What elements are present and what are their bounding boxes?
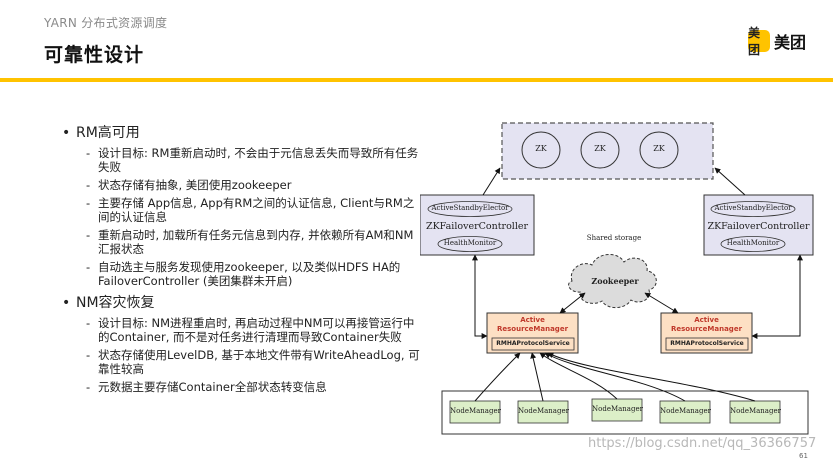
list-item: -重新启动时, 加载所有任务元信息到内存, 并依赖所有AM和NM汇报状态	[86, 228, 414, 256]
right-controller-title: ZKFailoverController	[707, 221, 810, 232]
left-monitor-oval	[437, 236, 503, 252]
right-monitor-label: HealthMonitor	[726, 239, 780, 247]
nodemanager-label-2: NodeManager	[518, 407, 569, 415]
page-number: 61	[799, 452, 808, 460]
left-monitor-label: HealthMonitor	[443, 239, 497, 247]
slide-title: 可靠性设计	[44, 44, 145, 66]
dash-icon: -	[86, 260, 91, 274]
url-watermark: https://blog.csdn.net/qq_36366757	[588, 436, 817, 451]
list-item: -自动选主与服务发现使用zookeeper, 以及类似HDFS HA的Failo…	[86, 260, 401, 288]
list-item: -主要存储 App信息, App有RM之间的认证信息, Client与RM之间的…	[86, 196, 415, 224]
bullet-icon: •	[62, 295, 71, 311]
left-rm-state: Active	[520, 316, 545, 324]
nodemanager-label-4: NodeManager	[660, 407, 711, 415]
left-rm-service-box	[491, 337, 575, 351]
section-title-nm-recovery: •NM容灾恢复	[62, 295, 155, 311]
nodemanager-label-5: NodeManager	[730, 407, 781, 415]
right-rm-name: ResourceManager	[670, 325, 743, 333]
dash-icon: -	[86, 380, 91, 394]
list-item: -设计目标: RM重新启动时, 不会由于元信息丢失而导致所有任务失败	[86, 146, 419, 174]
nodemanager-label-1: NodeManager	[450, 407, 501, 415]
left-rm-service: RMHAProtocolService	[496, 340, 570, 347]
section-title-rm-ha: •RM高可用	[62, 125, 140, 141]
right-elector-oval	[710, 201, 796, 217]
arrow-left-ctrl-rm	[472, 254, 488, 339]
header-divider	[0, 78, 833, 82]
zk-label-1: ZK	[535, 144, 547, 153]
list-item: -状态存储有抽象, 美团使用zookeeper	[86, 178, 292, 192]
meituan-logo: 美团 美团	[748, 26, 807, 57]
shared-storage-label: Shared storage	[586, 234, 642, 242]
arrow-nm4-rm	[544, 352, 686, 402]
arrow-nm1-rm	[474, 352, 521, 402]
bullet-content: •RM高可用 -设计目标: RM重新启动时, 不会由于元信息丢失而导致所有任务失…	[62, 118, 422, 398]
left-elector-label: ActiveStandbyElector	[431, 204, 509, 212]
arrow-nm2-rm	[530, 352, 544, 402]
dash-icon: -	[86, 196, 91, 210]
right-rm-service: RMHAProtocolService	[670, 340, 744, 347]
dash-icon: -	[86, 348, 91, 362]
arrow-left-rm-cloud	[559, 292, 586, 314]
list-item: -状态存储使用LevelDB, 基于本地文件带有WriteAheadLog, 可…	[86, 348, 420, 376]
right-rm-service-box	[665, 337, 749, 351]
arrow-right-rm-cloud	[644, 292, 679, 314]
zk-label-3: ZK	[653, 144, 665, 153]
right-rm-state: Active	[694, 316, 719, 324]
zk-node-1	[521, 131, 561, 169]
bullet-icon: •	[62, 125, 71, 141]
rm-ha-architecture-diagram: ZK ZK ZK ActiveStandbyElector ZKFailover…	[420, 88, 833, 465]
arrow-right-ctrl-zk	[714, 167, 746, 196]
dash-icon: -	[86, 146, 91, 160]
left-elector-oval	[427, 201, 513, 217]
meituan-logo-text: 美团	[774, 33, 807, 52]
zk-node-3	[639, 131, 679, 169]
meituan-logo-badge-icon: 美团	[748, 26, 770, 57]
slide-subtitle: YARN 分布式资源调度	[44, 16, 168, 30]
diagram-shapes	[420, 122, 814, 435]
arrow-right-ctrl-rm	[751, 254, 803, 339]
dash-icon: -	[86, 316, 91, 330]
list-item: -设计目标: NM进程重启时, 再启动过程中NM可以再接管运行中的Contain…	[86, 316, 415, 344]
left-controller-title: ZKFailoverController	[425, 221, 529, 232]
arrow-left-ctrl-zk	[482, 167, 501, 196]
right-elector-label: ActiveStandbyElector	[714, 204, 792, 212]
zookeeper-label: Zookeeper	[591, 276, 639, 286]
dash-icon: -	[86, 178, 91, 192]
dash-icon: -	[86, 228, 91, 242]
nodemanager-label-3: NodeManager	[592, 405, 643, 413]
arrow-nm5-rm	[547, 352, 756, 402]
list-item: -元数据主要存储Container全部状态转变信息	[86, 380, 327, 394]
right-monitor-oval	[720, 236, 786, 252]
left-rm-name: ResourceManager	[496, 325, 569, 333]
slide-header: YARN 分布式资源调度 可靠性设计 美团 美团	[0, 0, 833, 82]
zk-node-2	[580, 131, 620, 169]
zk-label-2: ZK	[594, 144, 606, 153]
